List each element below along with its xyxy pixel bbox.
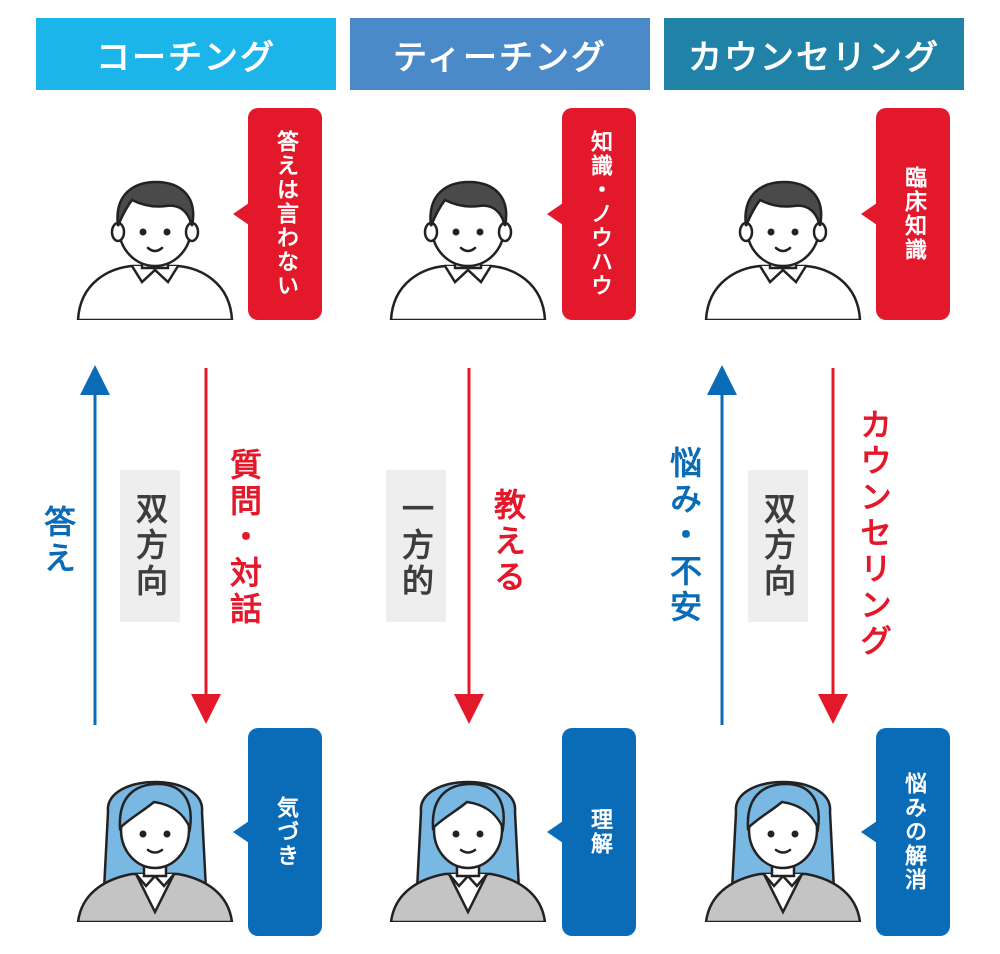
header-teaching-label: ティーチング (393, 37, 607, 78)
teach-woman-icon (383, 762, 553, 922)
header-counseling: カウンセリング (664, 18, 964, 90)
coach-down-arrow-icon (191, 368, 221, 724)
coach-bottom-bubble: 気づき (233, 728, 322, 936)
teach-top-bubble: 知識・ノウハウ (547, 108, 636, 320)
coach-top-bubble: 答えは言わない (233, 108, 322, 320)
teach-middle-box: 一方的 (386, 470, 446, 622)
coach-down-label: 質問・対話 (225, 448, 263, 628)
teach-down-arrow-icon (454, 368, 484, 724)
coach-up-arrow-icon (80, 365, 110, 725)
counsel-top-bubble: 臨床知識 (861, 108, 950, 320)
coach-middle-label: 双方向 (131, 492, 169, 600)
teach-down-label: 教える (489, 488, 527, 596)
counsel-man-icon (698, 170, 868, 320)
counsel-bottom-bubble-text: 悩みの解消 (901, 772, 926, 892)
coach-man-icon (70, 170, 240, 320)
coach-woman-icon (70, 762, 240, 922)
teach-man-icon (383, 170, 553, 320)
header-coaching: コーチング (36, 18, 336, 90)
counsel-woman-icon (698, 762, 868, 922)
counsel-down-label: カウンセリング (855, 408, 893, 660)
coach-up-label: 答え (39, 505, 77, 577)
teach-bottom-bubble-text: 理解 (587, 808, 612, 856)
header-teaching: ティーチング (350, 18, 650, 90)
counsel-bottom-bubble: 悩みの解消 (861, 728, 950, 936)
counsel-middle-label: 双方向 (759, 492, 797, 600)
teach-bottom-bubble: 理解 (547, 728, 636, 936)
counsel-down-arrow-icon (818, 368, 848, 724)
header-coaching-label: コーチング (96, 37, 276, 78)
coach-middle-box: 双方向 (120, 470, 180, 622)
teach-top-bubble-text: 知識・ノウハウ (587, 130, 612, 298)
counsel-top-bubble-text: 臨床知識 (901, 166, 926, 262)
counsel-middle-box: 双方向 (748, 470, 808, 622)
counsel-up-arrow-icon (707, 365, 737, 725)
coach-top-bubble-text: 答えは言わない (273, 130, 298, 298)
teach-middle-label: 一方的 (397, 492, 435, 600)
counsel-up-label: 悩み・不安 (665, 446, 703, 626)
header-counseling-label: カウンセリング (688, 37, 940, 78)
coach-bottom-bubble-text: 気づき (273, 796, 298, 868)
